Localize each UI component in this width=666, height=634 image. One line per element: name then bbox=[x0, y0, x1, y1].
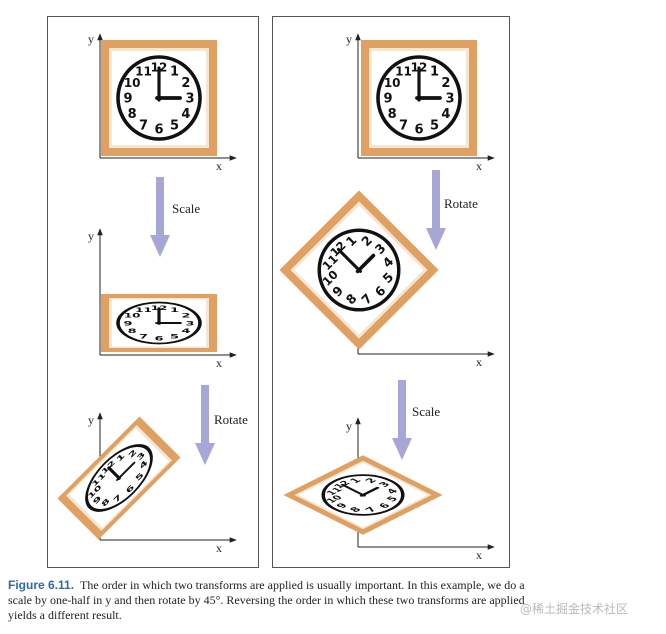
left-step-2-x-label: x bbox=[216, 541, 222, 555]
clock-numeral: 2 bbox=[364, 477, 380, 485]
left-step-1-arrow bbox=[150, 177, 170, 257]
clock-numeral: 6 bbox=[124, 483, 136, 495]
clock-numeral: 3 bbox=[185, 320, 194, 328]
clock-numeral: 8 bbox=[128, 327, 137, 335]
clock-numeral: 9 bbox=[335, 502, 351, 510]
left-step-1-y-label: y bbox=[88, 229, 94, 243]
clock-numeral: 10 bbox=[124, 76, 141, 90]
right-initial-axes: x y bbox=[346, 32, 495, 173]
clock-numeral: 10 bbox=[384, 76, 401, 90]
clock-numeral: 4 bbox=[441, 107, 450, 122]
right-step-2-label: Scale bbox=[412, 404, 440, 419]
clock-numeral: 11 bbox=[135, 65, 152, 79]
clock-numeral: 8 bbox=[100, 497, 112, 509]
clock-numeral: 2 bbox=[441, 76, 450, 91]
clock-numeral: 5 bbox=[170, 118, 179, 133]
clock-numeral: 6 bbox=[154, 123, 163, 138]
clock-numeral: 7 bbox=[399, 118, 408, 133]
left-step-2-arrow bbox=[195, 385, 215, 465]
left-step-1-axes: x y bbox=[88, 228, 237, 370]
right-initial-y-label: y bbox=[346, 32, 352, 46]
right-step-2-arrow bbox=[392, 380, 412, 460]
clock-numeral: 1 bbox=[348, 477, 364, 485]
figure-caption: Figure 6.11.The order in which two trans… bbox=[8, 578, 548, 623]
clock-numeral: 10 bbox=[324, 494, 345, 505]
clock-numeral: 1 bbox=[170, 65, 179, 80]
clock-minute-hand bbox=[107, 466, 121, 480]
clock-numeral: 11 bbox=[324, 486, 345, 497]
clock-numeral: 10 bbox=[124, 312, 141, 319]
figure-number: Figure 6.11. bbox=[8, 578, 75, 592]
clock-numeral: 9 bbox=[383, 92, 392, 107]
clock-numeral: 6 bbox=[414, 123, 423, 138]
clock-numeral: 4 bbox=[385, 487, 401, 495]
clock-numeral: 2 bbox=[181, 312, 190, 320]
clock-numeral: 1 bbox=[115, 452, 127, 464]
clock-numeral: 2 bbox=[181, 76, 190, 91]
right-panel-border bbox=[272, 16, 510, 568]
clock-numeral: 5 bbox=[134, 471, 146, 483]
clock-numeral: 9 bbox=[123, 320, 132, 328]
caption-text: The order in which two transforms are ap… bbox=[8, 578, 525, 622]
clock-numeral: 7 bbox=[139, 118, 148, 133]
clock-numeral: 6 bbox=[154, 335, 163, 343]
right-step-1-label: Rotate bbox=[444, 196, 478, 211]
clock-numeral: 5 bbox=[430, 118, 439, 133]
clock-numeral: 7 bbox=[112, 493, 124, 505]
clock-numeral: 3 bbox=[185, 92, 194, 107]
clock-numeral: 2 bbox=[127, 448, 139, 460]
clock-numeral: 1 bbox=[430, 65, 439, 80]
clock-numeral: 3 bbox=[445, 92, 454, 107]
left-step-1-label: Scale bbox=[172, 201, 200, 216]
clock-numeral: 9 bbox=[91, 494, 103, 506]
left-initial-axes: x y bbox=[88, 32, 237, 173]
watermark: @稀土掘金技术社区 bbox=[520, 602, 629, 616]
left-initial-x-label: x bbox=[216, 159, 222, 173]
clock-numeral: 3 bbox=[377, 481, 393, 489]
clock-numeral: 6 bbox=[377, 502, 393, 510]
right-step-1-arrow bbox=[426, 170, 446, 250]
clock-numeral: 11 bbox=[135, 307, 152, 314]
clock-numeral: 8 bbox=[388, 107, 397, 122]
left-step-2-label: Rotate bbox=[214, 412, 248, 427]
clock-numeral: 4 bbox=[138, 459, 150, 471]
clock-numeral: 9 bbox=[123, 92, 132, 107]
clock-numeral: 3 bbox=[135, 450, 147, 462]
clock-numeral: 7 bbox=[364, 506, 380, 514]
clock-numeral: 8 bbox=[348, 506, 364, 514]
clock-numeral: 8 bbox=[128, 107, 137, 122]
clock-numeral: 7 bbox=[139, 333, 148, 341]
left-initial-y-label: y bbox=[88, 32, 94, 46]
clock-hour-hand bbox=[355, 253, 376, 274]
left-step-1-x-label: x bbox=[216, 356, 222, 370]
clock-minute-hand bbox=[336, 247, 362, 273]
right-step-1-x-label: x bbox=[476, 355, 482, 369]
clock-numeral: 5 bbox=[170, 333, 179, 341]
clock-minute-hand bbox=[340, 483, 366, 497]
left-panel-border bbox=[47, 16, 259, 568]
right-step-2-x-label: x bbox=[476, 548, 482, 562]
clock-numeral: 4 bbox=[181, 107, 190, 122]
right-initial-x-label: x bbox=[476, 159, 482, 173]
clock-numeral: 5 bbox=[385, 495, 401, 503]
clock-numeral: 4 bbox=[181, 327, 190, 335]
right-step-2-y-label: y bbox=[346, 419, 352, 433]
left-step-2-y-label: y bbox=[88, 413, 94, 427]
clock-numeral: 11 bbox=[395, 65, 412, 79]
clock-numeral: 1 bbox=[170, 306, 179, 314]
